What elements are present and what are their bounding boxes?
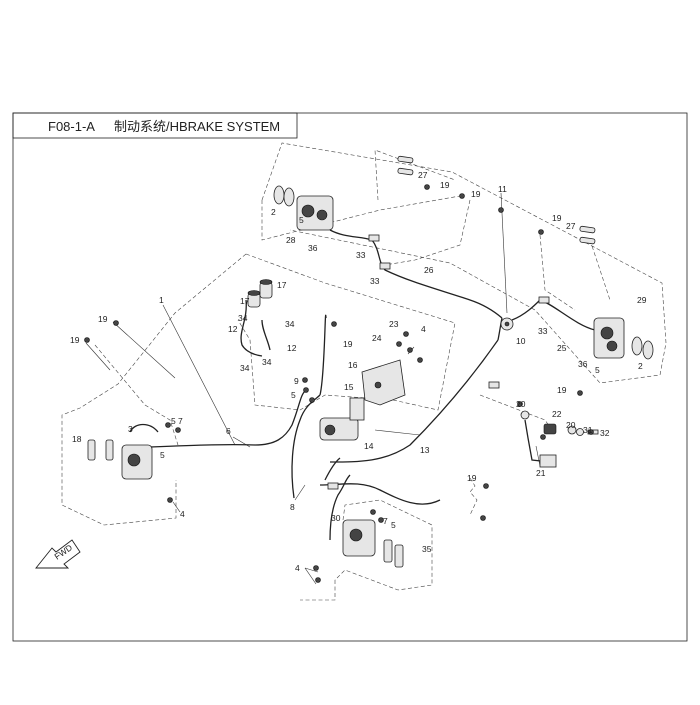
callout-28: 28 bbox=[286, 235, 296, 245]
forward-arrow-icon: FWD bbox=[35, 539, 81, 569]
callout-34: 34 bbox=[240, 363, 250, 373]
callout-31: 31 bbox=[583, 425, 593, 435]
callout-5: 5 bbox=[391, 520, 396, 530]
diagram-title: 制动系统/HBRAKE SYSTEM bbox=[114, 119, 280, 134]
callout-23: 23 bbox=[389, 319, 399, 329]
callout-27: 27 bbox=[418, 170, 428, 180]
rear-right-caliper bbox=[342, 519, 404, 568]
callout-6: 6 bbox=[226, 426, 231, 436]
callout-12: 12 bbox=[228, 324, 238, 334]
brake-line-junction bbox=[500, 317, 514, 331]
callout-26: 26 bbox=[424, 265, 434, 275]
callout-34: 34 bbox=[262, 357, 272, 367]
callout-13: 13 bbox=[420, 445, 430, 455]
callout-7: 7 bbox=[383, 516, 388, 526]
callout-19: 19 bbox=[343, 339, 353, 349]
callout-34: 34 bbox=[238, 313, 248, 323]
callout-36: 36 bbox=[308, 243, 318, 253]
callout-34: 34 bbox=[285, 319, 295, 329]
callout-20: 20 bbox=[516, 399, 526, 409]
callout-16: 16 bbox=[348, 360, 358, 370]
callout-33: 33 bbox=[356, 250, 366, 260]
callout-17: 17 bbox=[240, 296, 250, 306]
caliper-pins-top bbox=[397, 155, 414, 176]
master-cylinder bbox=[319, 397, 365, 441]
rear-left-caliper bbox=[87, 423, 159, 480]
callout-35: 35 bbox=[422, 544, 432, 554]
callout-27: 27 bbox=[566, 221, 576, 231]
group-outlines bbox=[61, 142, 667, 601]
callout-36: 36 bbox=[578, 359, 588, 369]
callout-19: 19 bbox=[467, 473, 477, 483]
callout-5: 5 bbox=[160, 450, 165, 460]
fasteners bbox=[84, 184, 594, 583]
callout-19: 19 bbox=[98, 314, 108, 324]
callout-4: 4 bbox=[421, 324, 426, 334]
callout-5: 5 bbox=[595, 365, 600, 375]
callout-32: 32 bbox=[600, 428, 610, 438]
callout-22: 22 bbox=[552, 409, 562, 419]
callout-5: 5 bbox=[291, 390, 296, 400]
callout-20: 20 bbox=[566, 420, 576, 430]
callout-24: 24 bbox=[372, 333, 382, 343]
line-clips bbox=[327, 234, 550, 490]
callout-17: 17 bbox=[277, 280, 287, 290]
callout-29: 29 bbox=[637, 295, 647, 305]
callout-12: 12 bbox=[287, 343, 297, 353]
return-spring bbox=[543, 423, 557, 435]
diagram-code: F08-1-A bbox=[48, 119, 95, 134]
caliper-pins-right bbox=[579, 225, 596, 245]
callout-11: 11 bbox=[498, 184, 507, 194]
callout-4: 4 bbox=[180, 509, 185, 519]
callout-9: 9 bbox=[294, 376, 299, 386]
callout-labels: 1 2 2 3 4 4 4 5 5 5 5 5 5 6 7 7 8 9 10 1… bbox=[70, 170, 647, 573]
fluid-reservoirs bbox=[247, 279, 273, 308]
callout-10: 10 bbox=[516, 336, 526, 346]
mounting-bracket bbox=[361, 359, 406, 406]
callout-5: 5 bbox=[299, 215, 304, 225]
callout-5: 5 bbox=[171, 416, 176, 426]
callout-14: 14 bbox=[364, 441, 374, 451]
callout-7: 7 bbox=[178, 416, 183, 426]
callout-18: 18 bbox=[72, 434, 82, 444]
callout-2: 2 bbox=[271, 207, 276, 217]
callout-19: 19 bbox=[70, 335, 80, 345]
callout-19: 19 bbox=[557, 385, 567, 395]
callout-2: 2 bbox=[638, 361, 643, 371]
callout-19: 19 bbox=[552, 213, 562, 223]
callout-33: 33 bbox=[370, 276, 380, 286]
callout-19: 19 bbox=[440, 180, 450, 190]
leader-lines bbox=[85, 192, 541, 585]
callout-15: 15 bbox=[344, 382, 354, 392]
callout-25: 25 bbox=[557, 343, 567, 353]
callout-21: 21 bbox=[536, 468, 546, 478]
callout-3: 3 bbox=[128, 424, 133, 434]
callout-8: 8 bbox=[290, 502, 295, 512]
callout-1: 1 bbox=[159, 295, 164, 305]
front-left-caliper bbox=[273, 185, 334, 231]
callout-30: 30 bbox=[331, 513, 341, 523]
callout-19: 19 bbox=[471, 189, 481, 199]
callout-4: 4 bbox=[295, 563, 300, 573]
brake-pedal bbox=[520, 410, 557, 468]
title-box bbox=[12, 112, 298, 139]
front-right-caliper bbox=[593, 317, 654, 360]
diagram-frame bbox=[12, 112, 688, 642]
callout-33: 33 bbox=[538, 326, 548, 336]
